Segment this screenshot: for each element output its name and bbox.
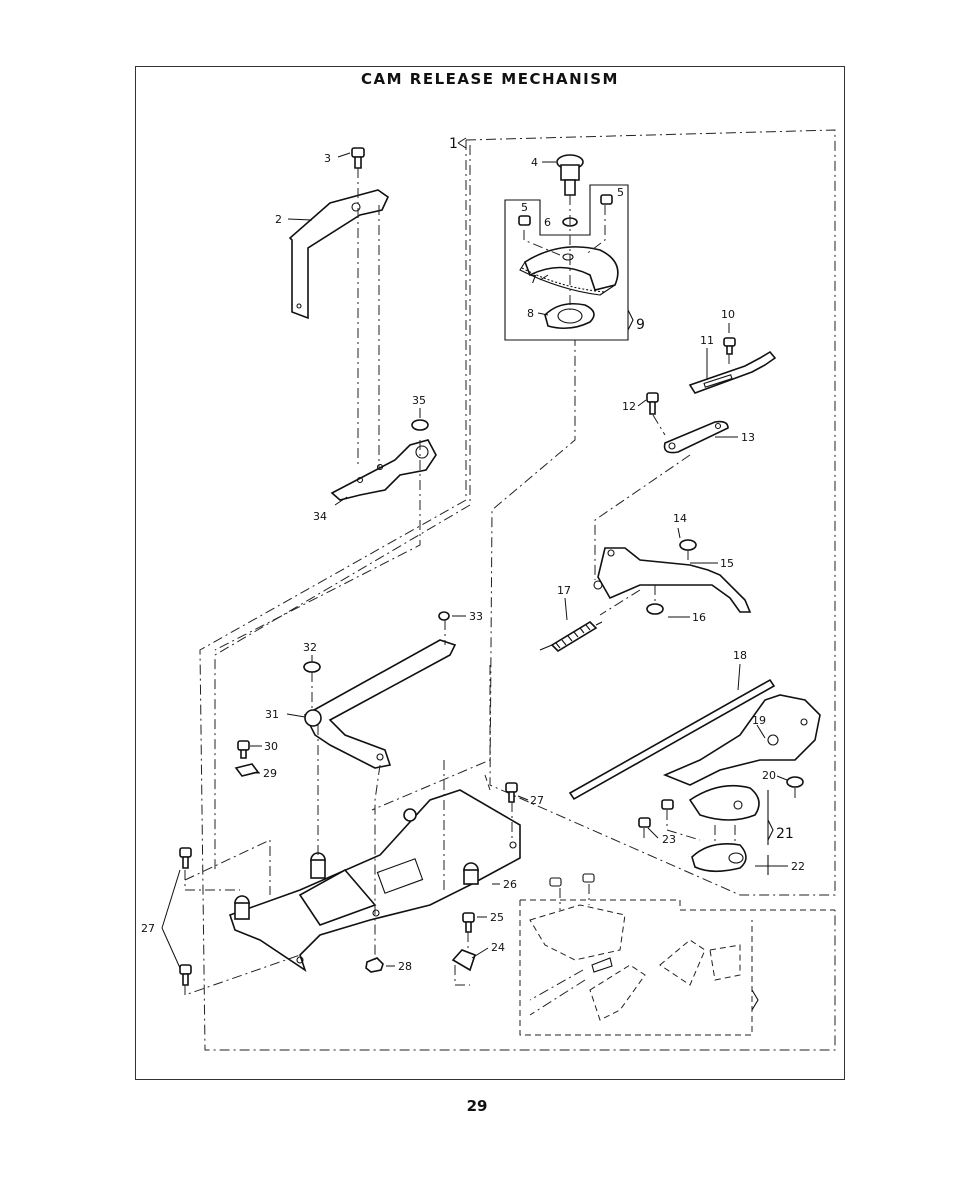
part-21-sub-plate bbox=[690, 786, 759, 820]
part-35-e-ring bbox=[412, 420, 428, 430]
callout-8: 8 bbox=[527, 307, 534, 320]
part-3-screw bbox=[352, 148, 364, 168]
part-30-screw bbox=[238, 741, 249, 758]
page-number: 29 bbox=[0, 1097, 954, 1115]
part-22-cam-washer bbox=[692, 844, 746, 871]
part-16-washer bbox=[647, 604, 663, 614]
callout-29: 29 bbox=[263, 767, 277, 780]
part-25-screw bbox=[463, 913, 474, 932]
part-24-clamp bbox=[453, 950, 475, 970]
callout-5b: 5 bbox=[617, 186, 624, 199]
callout-1: 1 bbox=[449, 136, 458, 152]
part-20-e-ring bbox=[787, 777, 803, 787]
callout-17: 17 bbox=[557, 584, 571, 597]
callout-15: 15 bbox=[720, 557, 734, 570]
callout-30: 30 bbox=[264, 740, 278, 753]
callout-12: 12 bbox=[622, 400, 636, 413]
callout-27a: 27 bbox=[530, 794, 544, 807]
callout-18: 18 bbox=[733, 649, 747, 662]
callout-24: 24 bbox=[491, 941, 505, 954]
part-17-spring bbox=[540, 622, 602, 651]
callout-31: 31 bbox=[265, 708, 279, 721]
part-10-screw bbox=[724, 338, 735, 354]
callout-2: 2 bbox=[275, 213, 282, 226]
callout-28: 28 bbox=[398, 960, 412, 973]
callout-13: 13 bbox=[741, 431, 755, 444]
phantom-assembly bbox=[520, 874, 835, 1035]
part-8-cam-plate bbox=[545, 304, 594, 329]
assembly-lines bbox=[185, 168, 795, 1015]
part-33-ring bbox=[439, 612, 449, 620]
callout-23: 23 bbox=[662, 833, 676, 846]
callout-34: 34 bbox=[313, 510, 327, 523]
part-28-nut bbox=[366, 958, 383, 972]
part-2-bracket bbox=[290, 190, 388, 318]
part-4-shoulder-screw bbox=[557, 155, 583, 195]
callout-11: 11 bbox=[700, 334, 714, 347]
callout-10: 10 bbox=[721, 308, 735, 321]
callout-6: 6 bbox=[544, 216, 551, 229]
callout-14: 14 bbox=[673, 512, 687, 525]
callout-27b: 27 bbox=[141, 922, 155, 935]
part-11-slide-bar bbox=[690, 352, 775, 393]
callout-22: 22 bbox=[791, 860, 805, 873]
callout-35: 35 bbox=[412, 394, 426, 407]
callout-5a: 5 bbox=[521, 201, 528, 214]
callout-21: 21 bbox=[776, 826, 794, 842]
callout-4: 4 bbox=[531, 156, 538, 169]
callout-3: 3 bbox=[324, 152, 331, 165]
callout-26: 26 bbox=[503, 878, 517, 891]
part-31-crank-lever bbox=[305, 640, 455, 768]
callout-9: 9 bbox=[636, 317, 645, 333]
part-12-screw bbox=[647, 393, 658, 414]
callout-19: 19 bbox=[752, 714, 766, 727]
callout-32: 32 bbox=[303, 641, 317, 654]
callout-7: 7 bbox=[530, 273, 537, 286]
callout-16: 16 bbox=[692, 611, 706, 624]
part-32-e-ring bbox=[304, 662, 320, 672]
part-29-clip bbox=[236, 764, 258, 776]
part-23-screws bbox=[639, 800, 673, 827]
callout-33: 33 bbox=[469, 610, 483, 623]
part-7-gear-cam bbox=[520, 247, 618, 295]
part-14-e-ring bbox=[680, 540, 696, 550]
callout-25: 25 bbox=[490, 911, 504, 924]
part-19-arm-plate bbox=[665, 695, 820, 785]
plate-group-box bbox=[768, 790, 773, 875]
callout-20: 20 bbox=[762, 769, 776, 782]
